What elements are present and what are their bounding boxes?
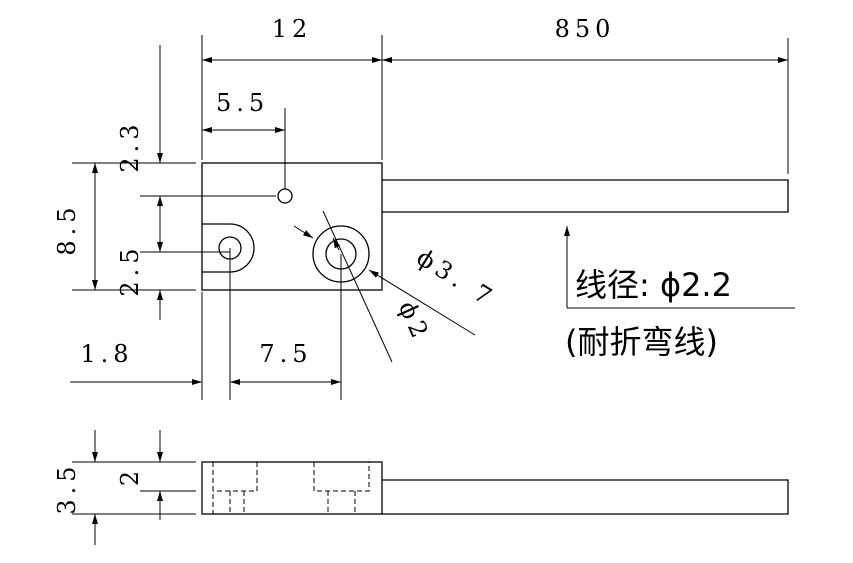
dim-height-total: 8.5 [53,202,81,255]
cable-top-view [382,179,789,213]
dim-top-offset: 2.3 [116,119,144,172]
cable-diameter-note: 线径: ϕ2.2 [575,266,732,304]
dimension-labels: 12 850 5.5 2.3 8.5 2.5 1.8 7.5 ϕ3. 7 ϕ2 [53,15,616,368]
small-hole [277,188,293,204]
dim-thickness: 3.5 [53,461,81,514]
cable-note: 线径: ϕ2.2 (耐折弯线) [565,266,732,361]
u-slot [202,223,255,273]
dim-left-gap: 1.8 [80,340,133,368]
dim-cable-length: 850 [555,15,616,43]
dim-step-depth: 2 [116,466,144,486]
sensor-body-top-view [201,162,789,291]
cable-type-note: (耐折弯线) [565,323,718,361]
dim-dia-outer: ϕ3. 7 [412,243,501,313]
side-view-dimensions: 3.5 2 [53,430,196,545]
dim-dia-inner: ϕ2 [393,297,436,346]
dim-hole-spacing: 7.5 [259,340,312,368]
dim-hole-x: 5.5 [216,89,269,117]
dim-width-total: 12 [272,15,313,43]
dim-hole-y: 2.5 [116,243,144,296]
sensor-body-side-view [201,461,789,515]
cable-side-view [382,479,789,515]
dimension-lines [70,45,795,385]
